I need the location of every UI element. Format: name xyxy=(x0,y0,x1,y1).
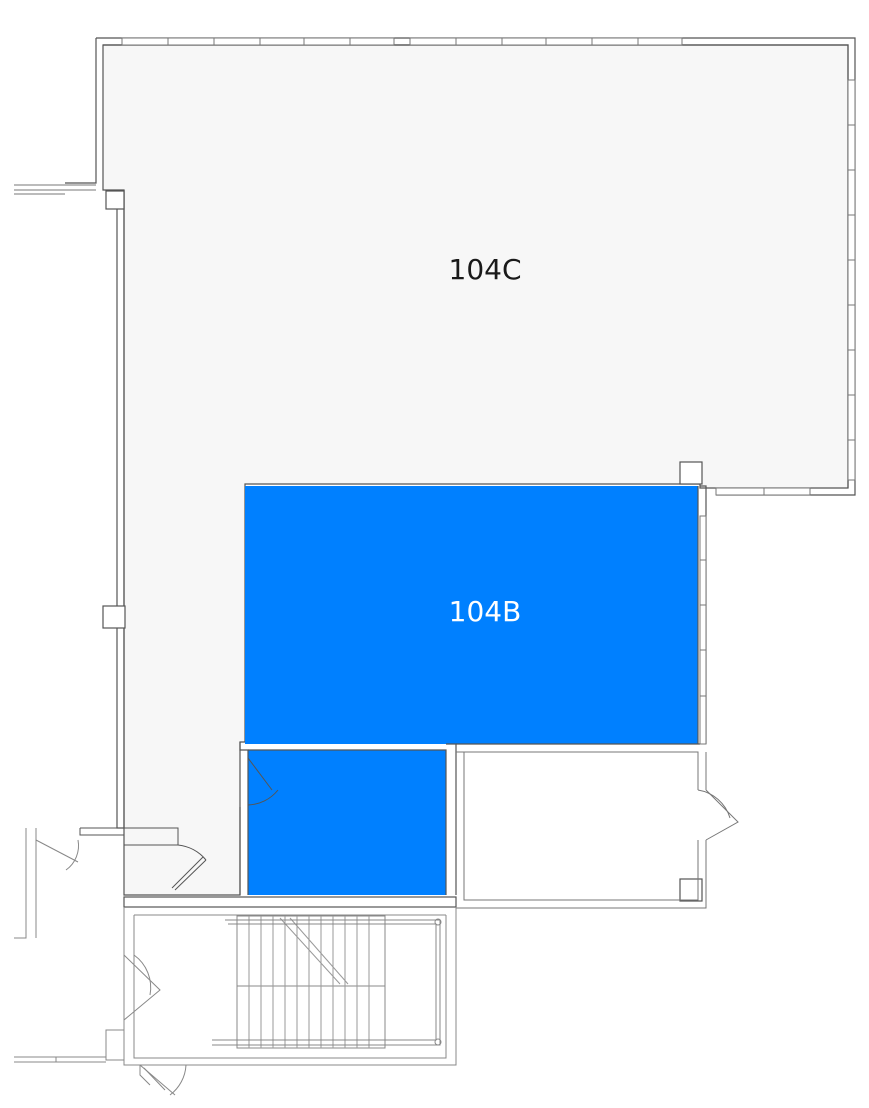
room-label-104B: 104B xyxy=(449,595,522,628)
stair-door xyxy=(105,954,161,1065)
bottom-door xyxy=(139,1064,187,1096)
room-label-104C: 104C xyxy=(449,253,522,286)
stairwell xyxy=(123,896,457,1066)
right-windows xyxy=(847,79,856,481)
room-104B-closet[interactable] xyxy=(248,750,446,895)
stair-treads xyxy=(248,916,370,1048)
entry-104C xyxy=(79,827,207,891)
handrail xyxy=(212,918,442,1046)
top-windows xyxy=(121,37,683,46)
room-104C[interactable] xyxy=(102,44,849,896)
bottom-left-window xyxy=(14,1056,106,1063)
columns xyxy=(102,190,703,902)
left-top-window xyxy=(14,184,96,195)
right-room xyxy=(456,751,739,909)
walls-104B xyxy=(239,485,707,895)
room-104B-area[interactable] xyxy=(245,486,698,895)
left-exterior xyxy=(14,828,79,939)
104B-right-window xyxy=(699,515,707,745)
room-104B-main[interactable] xyxy=(245,486,698,744)
bottom-right-windows xyxy=(715,487,811,496)
closet-door xyxy=(247,757,279,806)
